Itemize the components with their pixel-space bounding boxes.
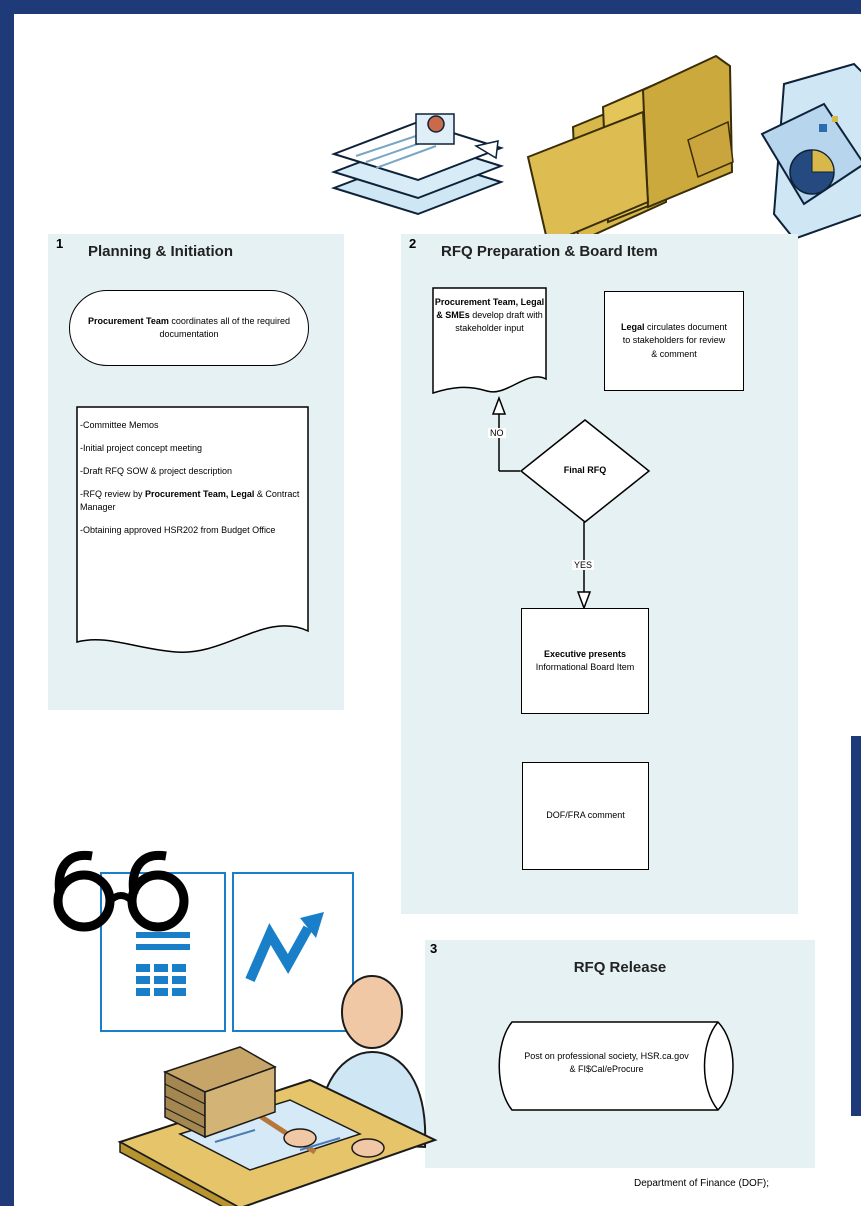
page: 1 Planning & Initiation Procurement Team…	[14, 14, 861, 1206]
right-edge-panel	[851, 736, 861, 1116]
documentation-list-shape	[76, 406, 309, 653]
coordinator-text: coordinates all of the required document…	[159, 315, 290, 339]
preparation-number: 2	[409, 236, 417, 251]
folders-icon	[526, 54, 734, 246]
list-item: -Obtaining approved HSR202 from Budget O…	[80, 525, 276, 536]
trend-chart-icon	[232, 872, 354, 1032]
draft-text: Procurement Team, Legal & SMEs develop d…	[434, 297, 545, 334]
report-chart-icon	[760, 62, 861, 241]
list-item: -RFQ review by Procurement Team, Legal &…	[80, 489, 300, 513]
final-rfq-decision	[519, 419, 651, 523]
spreadsheet-icon	[100, 872, 226, 1032]
release-number: 3	[430, 941, 438, 956]
footer-note: Department of Finance (DOF);	[634, 1178, 770, 1189]
person-at-desk-icon	[117, 975, 438, 1206]
list-item: -Draft RFQ SOW & project description	[80, 466, 233, 477]
documentation-list: -Committee Memos -Initial project concep…	[80, 419, 302, 547]
coordinator-terminator: Procurement Team coordinates all of the …	[69, 290, 309, 366]
glasses-icon	[53, 850, 189, 932]
list-item: -Initial project concept meeting	[80, 443, 203, 454]
yes-label: YES	[572, 560, 595, 570]
release-title: RFQ Release	[573, 959, 667, 976]
preparation-title: RFQ Preparation & Board Item	[441, 243, 658, 260]
draft-document-shape	[432, 287, 547, 395]
legal-circulates-box: Legal circulates document to stakeholder…	[604, 291, 744, 391]
post-data-shape	[498, 1021, 734, 1111]
dof-fra-comment-box: DOF/FRA comment	[522, 762, 649, 870]
planning-title: Planning & Initiation	[88, 243, 233, 260]
documents-stack-icon	[330, 113, 505, 216]
coordinator-bold: Procurement Team	[88, 315, 169, 326]
list-item: -Committee Memos	[80, 420, 159, 430]
executive-presents-box: Executive presents Informational Board I…	[521, 608, 649, 714]
final-rfq-label: Final RFQ	[563, 465, 607, 475]
no-label: NO	[488, 428, 506, 438]
post-text: Post on professional society, HSR.ca.gov…	[524, 1051, 689, 1075]
planning-number: 1	[56, 236, 64, 251]
